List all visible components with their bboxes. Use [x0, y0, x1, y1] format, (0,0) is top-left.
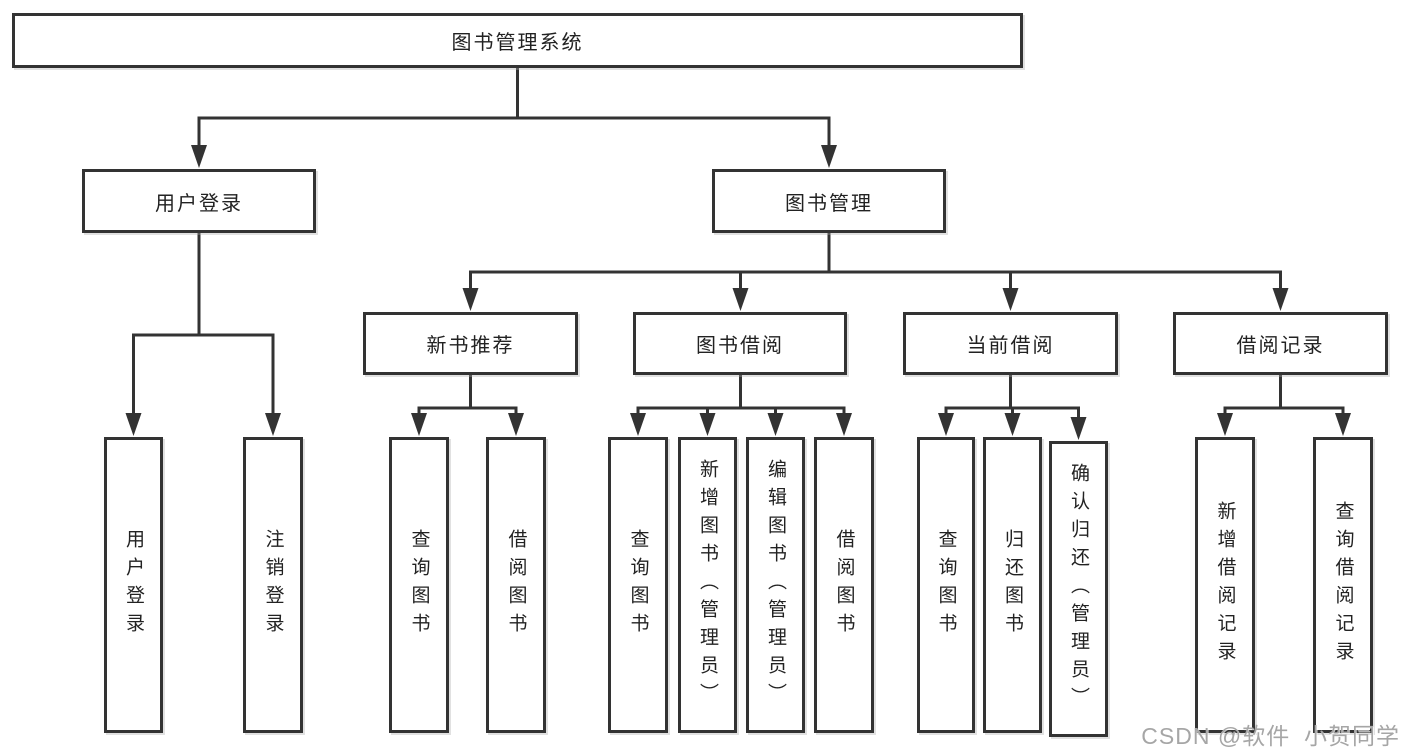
- arrowhead: [265, 413, 281, 436]
- node-current-borrow: 当前借阅: [903, 312, 1118, 375]
- leaf-borrow-books: 借阅图书: [814, 437, 874, 733]
- node-user-login: 用户登录: [82, 169, 316, 233]
- csdn-watermark: CSDN @软件_小贺同学: [1141, 723, 1400, 747]
- leaf-query-books: 查询图书: [608, 437, 668, 733]
- connector-book-borrow-branch: [636, 375, 846, 414]
- arrowhead: [1070, 417, 1087, 440]
- arrowhead: [125, 413, 142, 436]
- connector-user-login-branch: [132, 233, 275, 415]
- leaf-add-borrow-record: 新增借阅记录: [1195, 437, 1255, 733]
- arrowhead: [411, 413, 427, 436]
- arrowhead: [699, 413, 716, 436]
- node-new-book-recommend: 新书推荐: [363, 312, 578, 375]
- arrowhead: [1272, 288, 1289, 311]
- leaf-user-login: 用户登录: [104, 437, 163, 733]
- leaf-query-books: 查询图书: [389, 437, 449, 733]
- arrowhead: [462, 288, 479, 311]
- node-book-management: 图书管理: [712, 169, 946, 233]
- connector-borrow-records-branch: [1223, 375, 1345, 414]
- arrowhead: [191, 145, 207, 168]
- leaf-query-books: 查询图书: [917, 437, 975, 733]
- connector-root-to-level1: [197, 68, 831, 147]
- connector-book-management-branch: [469, 233, 1282, 291]
- node-book-borrow: 图书借阅: [633, 312, 847, 375]
- leaf-add-books-admin: 新增图书（管理员）: [678, 437, 737, 733]
- arrowhead: [508, 413, 524, 436]
- connector-new-book-branch: [417, 375, 518, 414]
- leaf-edit-books-admin: 编辑图书（管理员）: [746, 437, 805, 733]
- arrowhead: [1004, 413, 1021, 436]
- leaf-return-books: 归还图书: [983, 437, 1042, 733]
- leaf-confirm-return-admin: 确认归还（管理员）: [1049, 441, 1108, 737]
- node-borrow-records: 借阅记录: [1173, 312, 1388, 375]
- leaf-logout-login: 注销登录: [243, 437, 303, 733]
- arrowhead: [821, 145, 837, 168]
- arrowhead: [1002, 288, 1019, 311]
- arrowhead: [630, 413, 646, 436]
- arrowhead: [1217, 413, 1233, 436]
- leaf-query-borrow-record: 查询借阅记录: [1313, 437, 1373, 733]
- arrowhead: [732, 288, 749, 311]
- leaf-borrow-books: 借阅图书: [486, 437, 546, 733]
- arrowhead: [938, 413, 954, 436]
- arrowhead: [1335, 413, 1351, 436]
- node-root: 图书管理系统: [12, 13, 1023, 68]
- connector-current-borrow-branch: [944, 375, 1080, 418]
- arrowhead: [767, 413, 784, 436]
- arrowhead: [836, 413, 852, 436]
